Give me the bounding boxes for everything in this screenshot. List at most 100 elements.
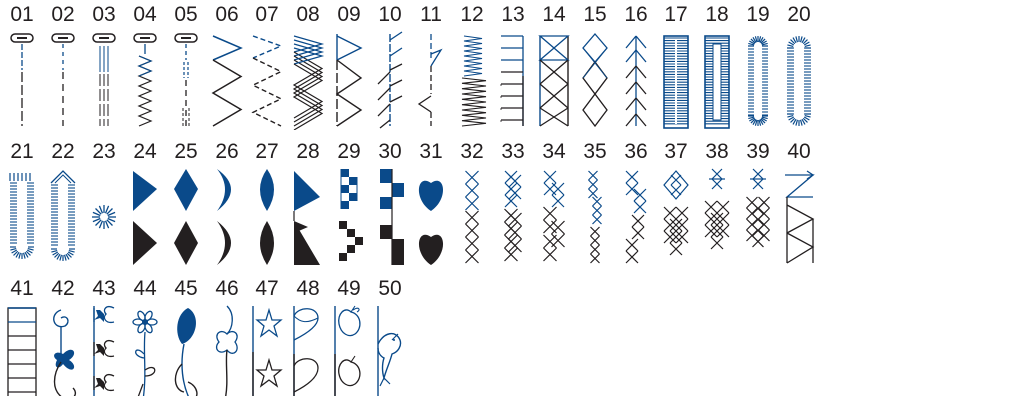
cross-stitch-chain-icon bbox=[452, 167, 492, 272]
stitch-01: 01 bbox=[2, 4, 42, 134]
stitch-number: 35 bbox=[575, 141, 615, 163]
tapered-buttonhole-icon bbox=[43, 167, 83, 272]
stitch-number: 29 bbox=[329, 141, 369, 163]
round-buttonhole-icon bbox=[738, 30, 778, 135]
stitch-number: 17 bbox=[656, 4, 696, 26]
stitch-24: 24 bbox=[125, 141, 165, 271]
stitch-number: 28 bbox=[288, 141, 328, 163]
box-cross-stitch-icon bbox=[534, 30, 574, 135]
stitch-44: 44 bbox=[125, 278, 165, 396]
stitch-20: 20 bbox=[779, 4, 819, 134]
stitch-number: 09 bbox=[329, 4, 369, 26]
stitch-49: 49 bbox=[329, 278, 369, 396]
stitch-number: 39 bbox=[738, 141, 778, 163]
stitch-10: 10 bbox=[370, 4, 410, 134]
stitch-42: 42 bbox=[43, 278, 83, 396]
stitch-06: 06 bbox=[207, 4, 247, 134]
small-cross-stitch-icon bbox=[575, 167, 615, 272]
stitch-number: 05 bbox=[166, 4, 206, 26]
stitch-number: 50 bbox=[370, 278, 410, 300]
stitch-08: 08 bbox=[288, 4, 328, 134]
stitch-04: 04 bbox=[125, 4, 165, 134]
stitch-26: 26 bbox=[207, 141, 247, 271]
stitch-38: 38 bbox=[697, 141, 737, 271]
stitch-number: 37 bbox=[656, 141, 696, 163]
stitch-number: 49 bbox=[329, 278, 369, 300]
stitch-number: 38 bbox=[697, 141, 737, 163]
stitch-number: 20 bbox=[779, 4, 819, 26]
stitch-number: 12 bbox=[452, 4, 492, 26]
stitch-22: 22 bbox=[43, 141, 83, 271]
stitch-39: 39 bbox=[738, 141, 778, 271]
leaf-stem-icon bbox=[166, 304, 206, 396]
stitch-number: 24 bbox=[125, 141, 165, 163]
stitch-number: 34 bbox=[534, 141, 574, 163]
overcast-stitch-icon bbox=[329, 30, 369, 135]
stitch-number: 23 bbox=[84, 141, 124, 163]
round-end-buttonhole-icon bbox=[779, 30, 819, 135]
scroll-flower-icon bbox=[43, 304, 83, 396]
stitch-number: 01 bbox=[2, 4, 42, 26]
zigzag-stitch-icon bbox=[207, 30, 247, 135]
stitch-number: 43 bbox=[84, 278, 124, 300]
stitch-48: 48 bbox=[288, 278, 328, 396]
stitch-number: 04 bbox=[125, 4, 165, 26]
stitch-number: 02 bbox=[43, 4, 83, 26]
stitch-number: 44 bbox=[125, 278, 165, 300]
stitch-number: 33 bbox=[493, 141, 533, 163]
stitch-number: 48 bbox=[288, 278, 328, 300]
blind-hem-stitch-icon bbox=[411, 30, 451, 135]
stitch-number: 10 bbox=[370, 4, 410, 26]
stitch-03: 03 bbox=[84, 4, 124, 134]
stitch-number: 25 bbox=[166, 141, 206, 163]
stitch-29: 29 bbox=[329, 141, 369, 271]
stitch-number: 19 bbox=[738, 4, 778, 26]
stitch-30: 30 bbox=[370, 141, 410, 271]
clover-vine-icon bbox=[207, 304, 247, 396]
satin-zigzag-stitch-icon bbox=[452, 30, 492, 135]
stitch-33: 33 bbox=[493, 141, 533, 271]
stitch-46: 46 bbox=[207, 278, 247, 396]
stitch-number: 16 bbox=[616, 4, 656, 26]
stitch-number: 18 bbox=[697, 4, 737, 26]
comb-stitch-icon bbox=[493, 30, 533, 135]
stitch-41: 41 bbox=[2, 278, 42, 396]
stitch-number: 11 bbox=[411, 4, 451, 26]
stitch-37: 37 bbox=[656, 141, 696, 271]
wave-cross-stitch-icon bbox=[616, 167, 656, 272]
stitch-19: 19 bbox=[738, 4, 778, 134]
slanted-overcast-stitch-icon bbox=[370, 30, 410, 135]
buttonhole-zigzag-stitch-icon bbox=[125, 30, 165, 135]
stitch-07: 07 bbox=[247, 4, 287, 134]
dense-cross-stitch-icon bbox=[738, 167, 778, 272]
stitch-number: 46 bbox=[207, 278, 247, 300]
stitch-32: 32 bbox=[452, 141, 492, 271]
stitch-number: 26 bbox=[207, 141, 247, 163]
stitch-02: 02 bbox=[43, 4, 83, 134]
crescent-satin-icon bbox=[207, 167, 247, 272]
stitch-14: 14 bbox=[534, 4, 574, 134]
offset-cross-stitch-icon bbox=[534, 167, 574, 272]
stitch-50: 50 bbox=[370, 278, 410, 396]
stitch-number: 40 bbox=[779, 141, 819, 163]
stitch-number: 15 bbox=[575, 4, 615, 26]
diamond-satin-icon bbox=[166, 167, 206, 272]
stitch-34: 34 bbox=[534, 141, 574, 271]
feather-stitch-icon bbox=[616, 30, 656, 135]
buttonhole-straight-stitch-icon bbox=[2, 30, 42, 135]
star-outline-icon bbox=[247, 304, 287, 396]
stitch-number: 08 bbox=[288, 4, 328, 26]
arrow-triangle-stitch-icon bbox=[779, 167, 819, 272]
stitch-number: 41 bbox=[2, 278, 42, 300]
stitch-47: 47 bbox=[247, 278, 287, 396]
keyhole-buttonhole-icon bbox=[2, 167, 42, 272]
step-blocks-icon bbox=[329, 167, 369, 272]
triangle-satin-icon bbox=[125, 167, 165, 272]
buttonhole-dashed-stitch-icon bbox=[43, 30, 83, 135]
dolphin-icon bbox=[370, 304, 410, 396]
multi-zigzag-stitch-icon bbox=[288, 30, 328, 135]
stitch-09: 09 bbox=[329, 4, 369, 134]
stitch-17: 17 bbox=[656, 4, 696, 134]
stitch-number: 14 bbox=[534, 4, 574, 26]
